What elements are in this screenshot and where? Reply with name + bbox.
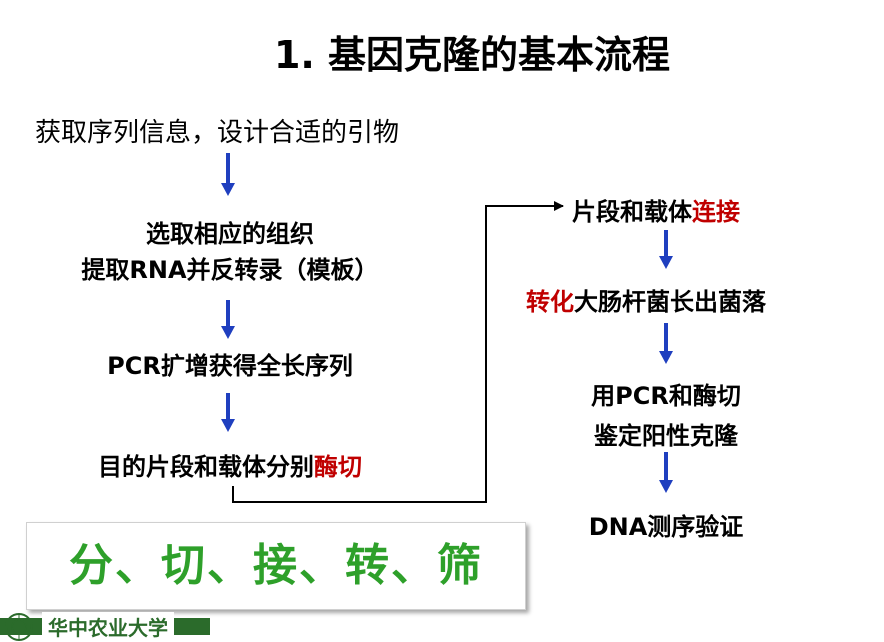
- connector-arrow: [232, 201, 564, 503]
- page-title: 1. 基因克隆的基本流程: [273, 33, 671, 77]
- step-sequencing: DNA测序验证: [588, 513, 744, 541]
- step-pcr-amplify: PCR扩增获得全长序列: [107, 352, 353, 380]
- down-arrow-icon: [659, 452, 673, 493]
- intro-text: 获取序列信息，设计合适的引物: [35, 118, 400, 148]
- down-arrow-icon: [659, 230, 673, 269]
- down-arrow-icon: [221, 393, 235, 432]
- step-transform: 转化大肠杆菌长出菌落: [526, 282, 766, 317]
- step-digest: 目的片段和载体分别酶切: [30, 447, 430, 482]
- step-ligation-prefix: 片段和载体: [572, 198, 692, 226]
- step-transform-suffix: 大肠杆菌长出菌落: [574, 288, 766, 316]
- footer-university-name: 华中农业大学: [42, 612, 174, 641]
- step-ligation: 片段和载体连接: [572, 192, 740, 227]
- down-arrow-icon: [659, 323, 673, 364]
- step-digest-prefix: 目的片段和载体分别: [98, 453, 314, 481]
- summary-box: 分、切、接、转、筛: [26, 522, 526, 610]
- down-arrow-icon: [221, 300, 235, 339]
- step-transform-highlight: 转化: [526, 288, 574, 316]
- university-logo-icon: [5, 613, 33, 641]
- step-digest-highlight: 酶切: [314, 453, 362, 481]
- step-ligation-highlight: 连接: [692, 198, 740, 226]
- down-arrow-icon: [221, 153, 235, 196]
- step-extract-rna: 提取RNA并反转录（模板）: [81, 256, 379, 284]
- step-identify-line2: 鉴定阳性克隆: [594, 422, 738, 450]
- step-identify-line1: 用PCR和酶切: [591, 382, 741, 410]
- step-select-tissue: 选取相应的组织: [146, 220, 314, 248]
